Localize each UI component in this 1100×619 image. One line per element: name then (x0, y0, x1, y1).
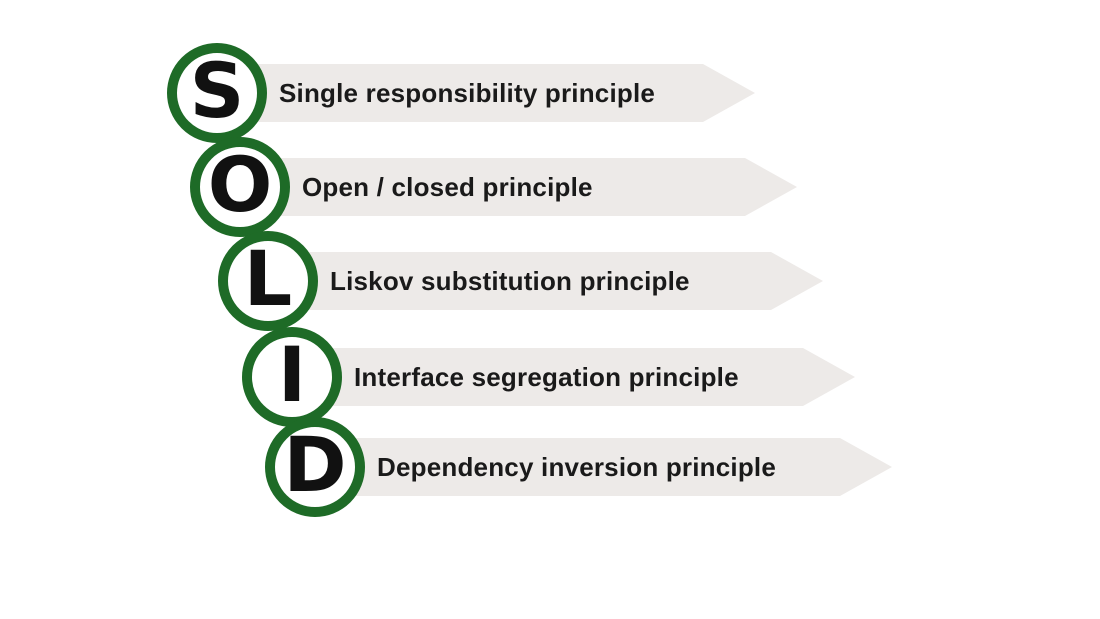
letter-l: L (243, 234, 293, 323)
letter-badge-d: D (265, 417, 365, 517)
letter-s: S (189, 46, 245, 135)
principle-label-liskov-substitution: Liskov substitution principle (330, 265, 690, 296)
banner-dependency-inversion: Dependency inversion principle (315, 438, 892, 496)
banner-single-responsibility: Single responsibility principle (217, 64, 755, 122)
letter-i: I (277, 330, 307, 419)
letter-badge-i: I (242, 327, 342, 427)
letter-o: O (207, 140, 273, 229)
principle-label-single-responsibility: Single responsibility principle (279, 77, 656, 108)
letter-d: D (283, 420, 347, 509)
banner-open-closed: Open / closed principle (240, 158, 797, 216)
letter-badge-s: S (167, 43, 267, 143)
banner-liskov-substitution: Liskov substitution principle (268, 252, 823, 310)
banner-interface-segregation: Interface segregation principle (292, 348, 855, 406)
principle-label-interface-segregation: Interface segregation principle (354, 361, 739, 392)
principle-label-dependency-inversion: Dependency inversion principle (377, 451, 776, 482)
principle-label-open-closed: Open / closed principle (302, 171, 593, 202)
letter-badge-o: O (190, 137, 290, 237)
letter-badge-l: L (218, 231, 318, 331)
